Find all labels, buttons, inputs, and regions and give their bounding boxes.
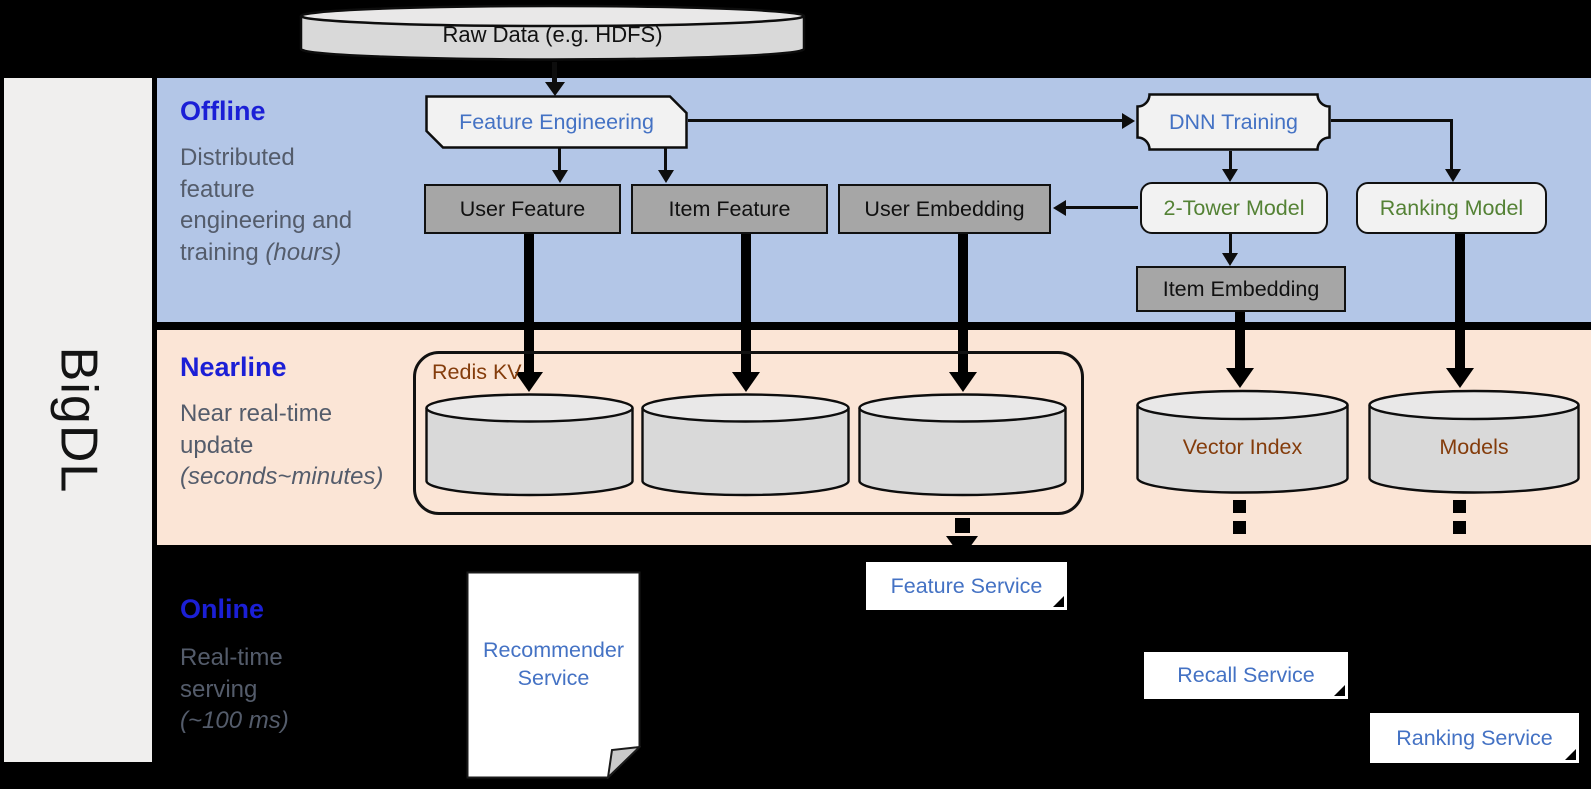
dashed-stub-models-1 — [1453, 500, 1466, 513]
user-embedding-node: User Embedding — [838, 184, 1051, 234]
redis-kv-container — [413, 351, 1084, 515]
arrow-dnn-twotower — [1228, 151, 1232, 171]
user-feature-node: User Feature — [424, 184, 621, 234]
bigdl-sidebar: BigDL — [4, 78, 152, 762]
bigdl-label: BigDL — [48, 346, 107, 494]
thick-arrow-userfeature-kv — [524, 234, 534, 374]
arrow-twotower-userembedding — [1066, 206, 1138, 209]
recall-service-fold-icon — [1334, 685, 1345, 696]
nearline-title: Nearline — [180, 352, 287, 382]
recommender-service-doc — [466, 571, 641, 779]
thick-arrowhead-itemfeature-kv — [732, 372, 760, 392]
online-description-text: Real-time serving — [180, 644, 283, 703]
arrowhead-fe-userfeature — [551, 170, 568, 183]
online-title: Online — [180, 594, 265, 624]
ranking-service-node: Ranking Service — [1370, 713, 1579, 763]
thick-arrow-itemfeature-kv — [741, 234, 751, 374]
dashed-stub-vectorindex-1 — [1233, 500, 1246, 513]
dashed-arrowhead-kv-featureservice — [946, 536, 978, 558]
item-embedding-node: Item Embedding — [1136, 266, 1346, 312]
feature-engineering-node — [425, 95, 688, 149]
ranking-service-label: Ranking Service — [1396, 725, 1553, 750]
dashed-stub-models-2 — [1453, 521, 1466, 534]
dashed-arrow-kv-featureservice — [955, 518, 970, 533]
thick-arrowhead-userembedding-kv — [949, 372, 977, 392]
arrowhead-fe-itemfeature — [657, 170, 674, 183]
kv-cylinder-3 — [858, 393, 1067, 497]
thick-arrow-userembedding-kv — [958, 234, 968, 374]
kv-cylinder-1 — [425, 393, 634, 497]
raw-data-cylinder — [299, 4, 806, 61]
arrow-twotower-itemembedding — [1228, 234, 1232, 255]
nearline-description-text: Near real-time update — [180, 400, 333, 459]
nearline-description: Near real-time update (seconds~minutes) — [180, 398, 450, 493]
arrowhead-twotower-itemembedding — [1222, 253, 1238, 266]
recall-service-node: Recall Service — [1144, 652, 1348, 699]
arrowhead-fe-dnn — [1122, 112, 1135, 129]
thick-arrowhead-rankingmodel-models — [1446, 368, 1474, 388]
ranking-service-fold-icon — [1565, 749, 1576, 760]
dnn-training-node — [1136, 93, 1331, 151]
arrow-fe-itemfeature — [664, 148, 667, 172]
feature-service-fold-icon — [1053, 596, 1064, 607]
arrow-dnn-rankingmodel-h — [1331, 119, 1453, 122]
offline-description: Distributed feature engineering and trai… — [180, 142, 440, 269]
arrowhead-rawdata-fe — [545, 82, 565, 96]
redis-kv-label: Redis KV — [432, 360, 522, 384]
online-description: Real-time serving (~100 ms) — [180, 642, 450, 737]
thick-arrowhead-itemembedding-vectorindex — [1226, 368, 1254, 388]
thick-arrow-itemembedding-vectorindex — [1235, 312, 1245, 370]
two-tower-model-node: 2-Tower Model — [1140, 182, 1328, 234]
arrow-fe-dnn — [688, 119, 1124, 122]
thick-arrowhead-userfeature-kv — [515, 372, 543, 392]
dashed-stub-vectorindex-2 — [1233, 521, 1246, 534]
ranking-model-node: Ranking Model — [1356, 182, 1547, 234]
offline-description-text: Distributed feature engineering and trai… — [180, 144, 353, 267]
recall-service-label: Recall Service — [1177, 663, 1315, 687]
offline-title: Offline — [180, 96, 266, 126]
arrowhead-dnn-rankingmodel — [1444, 169, 1461, 182]
feature-service-node: Feature Service — [866, 562, 1067, 610]
arrowhead-dnn-twotower — [1222, 169, 1238, 182]
feature-service-label: Feature Service — [890, 573, 1043, 598]
online-description-note: (~100 ms) — [180, 707, 289, 735]
item-feature-node: Item Feature — [631, 184, 828, 234]
nearline-description-note: (seconds~minutes) — [180, 463, 384, 491]
arrow-fe-userfeature — [558, 148, 561, 172]
vector-index-cylinder — [1136, 389, 1349, 494]
thick-arrow-rankingmodel-models — [1455, 234, 1465, 370]
offline-description-note: (hours) — [265, 239, 342, 267]
arrow-rawdata-fe — [552, 62, 557, 84]
models-cylinder — [1368, 389, 1580, 494]
kv-cylinder-2 — [641, 393, 850, 497]
arrowhead-twotower-userembedding — [1053, 199, 1066, 216]
arrow-dnn-rankingmodel-v — [1450, 119, 1453, 170]
